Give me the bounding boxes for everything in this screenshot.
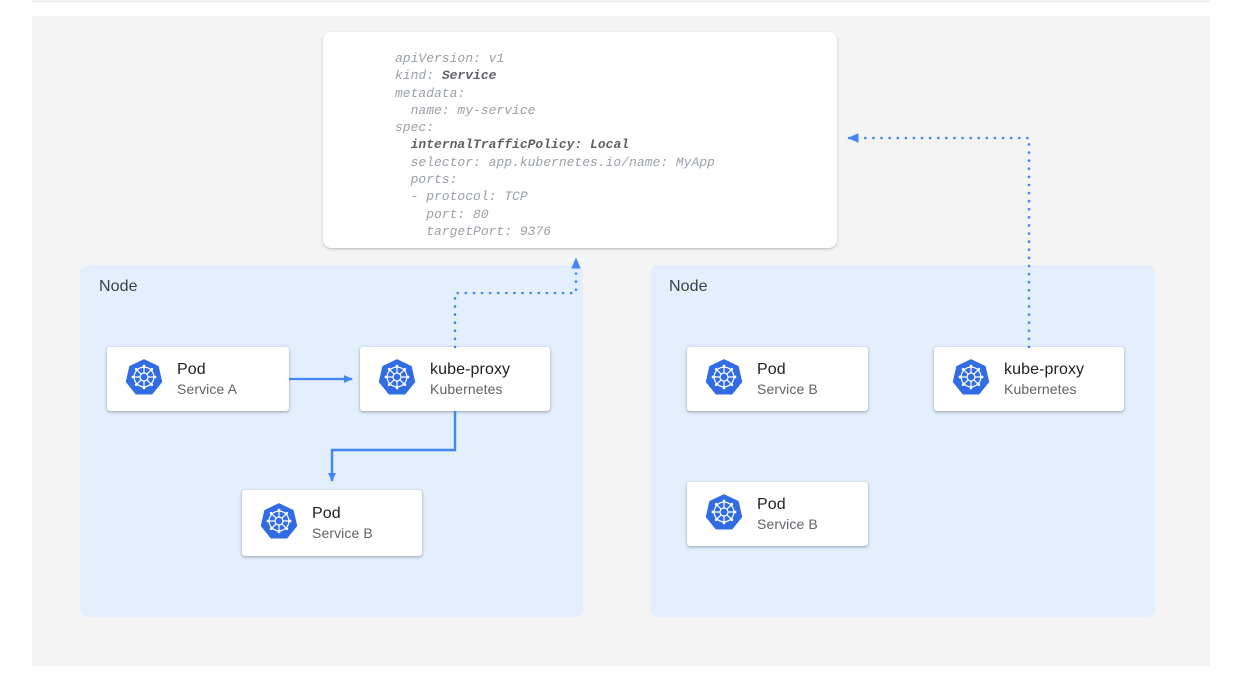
card-pod-service-a[interactable]: Pod Service A: [107, 347, 289, 411]
card-title: Pod: [757, 360, 786, 378]
manifest-highlight: internalTrafficPolicy: Local: [410, 137, 630, 153]
service-manifest-line: selector: app.kubernetes.io/name: MyApp: [395, 154, 715, 171]
kubernetes-logo-icon: [705, 358, 743, 401]
service-manifest-line: apiVersion: v1: [395, 50, 715, 67]
card-title: kube-proxy: [430, 360, 511, 378]
manifest-text: name: my-service: [395, 102, 536, 118]
service-manifest-line: kind: Service: [395, 67, 715, 84]
kubernetes-logo-icon: [260, 502, 298, 545]
card-subtitle: Kubernetes: [430, 380, 503, 397]
manifest-text: targetPort: 9376: [395, 223, 552, 239]
service-manifest-line: metadata:: [395, 85, 715, 102]
manifest-text: port: 80: [395, 206, 489, 222]
manifest-text: selector: app.kubernetes.io/name: MyApp: [395, 154, 715, 170]
card-title: Pod: [312, 504, 341, 522]
node-label-right: Node: [669, 278, 708, 295]
card-subtitle: Service B: [757, 380, 818, 397]
kubernetes-logo-icon: [125, 358, 163, 401]
top-strip: [32, 0, 1210, 3]
service-manifest-line: port: 80: [395, 206, 715, 223]
card-subtitle: Kubernetes: [1004, 380, 1077, 397]
service-manifest-line: targetPort: 9376: [395, 223, 715, 240]
card-pod-service-b-right-top[interactable]: Pod Service B: [687, 347, 868, 411]
node-panel-right: Node: [650, 265, 1155, 617]
card-pod-service-b-left[interactable]: Pod Service B: [242, 490, 422, 556]
node-label-left: Node: [99, 278, 138, 295]
card-title: kube-proxy: [1004, 360, 1085, 378]
card-title: Pod: [757, 495, 786, 513]
manifest-text: metadata:: [395, 85, 466, 101]
manifest-text: kind:: [395, 68, 442, 84]
card-subtitle: Service B: [757, 515, 818, 532]
card-kube-proxy-left[interactable]: kube-proxy Kubernetes: [360, 347, 550, 411]
service-manifest-line: spec:: [395, 119, 715, 136]
card-pod-service-b-right-bottom[interactable]: Pod Service B: [687, 482, 868, 546]
card-title: Pod: [177, 360, 206, 378]
card-kube-proxy-right[interactable]: kube-proxy Kubernetes: [934, 347, 1124, 411]
service-manifest-line: name: my-service: [395, 102, 715, 119]
kubernetes-logo-icon: [378, 358, 416, 401]
kubernetes-logo-icon: [952, 358, 990, 401]
manifest-text: apiVersion: v1: [395, 51, 505, 66]
card-subtitle: Service A: [177, 380, 238, 397]
manifest-highlight: Service: [441, 68, 497, 84]
manifest-text: ports:: [395, 172, 458, 188]
manifest-text: - protocol: TCP: [395, 189, 528, 205]
service-manifest-line: ports:: [395, 171, 715, 188]
service-manifest-line: - protocol: TCP: [395, 188, 715, 205]
node-panel-left: Node: [80, 265, 583, 617]
card-subtitle: Service B: [312, 524, 373, 541]
manifest-text: spec:: [395, 120, 435, 136]
manifest-text: [395, 137, 411, 152]
service-manifest-line: internalTrafficPolicy: Local: [395, 136, 715, 153]
kubernetes-logo-icon: [705, 493, 743, 536]
